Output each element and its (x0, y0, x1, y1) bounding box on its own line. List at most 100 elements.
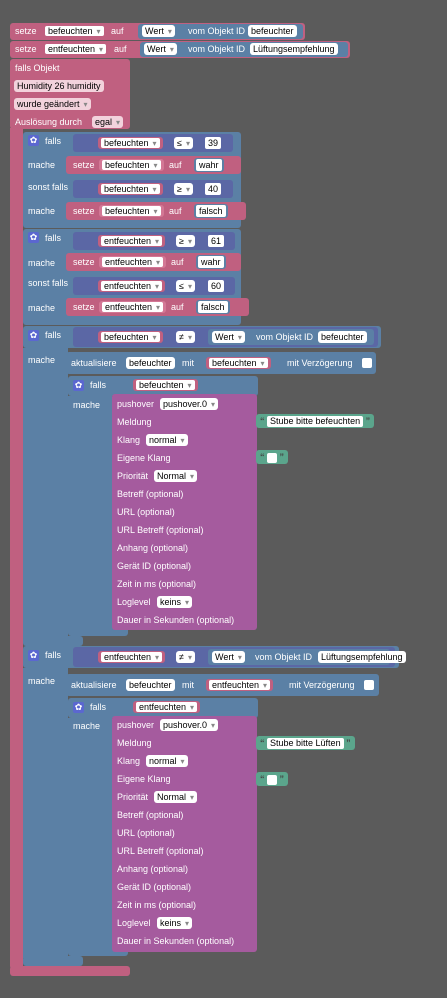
get-object-block[interactable]: Wert vom Objekt ID befeuchter (138, 24, 303, 39)
inner-if-block[interactable]: ✿ falls befeuchten (68, 376, 258, 396)
pushover-block[interactable]: pushover pushover.0 Meldung Klang normal… (112, 394, 257, 630)
number-block[interactable]: 60 (206, 279, 227, 293)
update-target[interactable]: befeuchter (126, 679, 175, 691)
object-id-field[interactable]: Lüftungsempfehlung (318, 651, 406, 663)
compare-block[interactable]: entfeuchten ≤ 60 (73, 277, 235, 295)
boolean-block[interactable]: wahr (196, 255, 226, 269)
get-object-block[interactable]: Wert vom Objekt ID Lüftungsempfehlung (208, 649, 406, 665)
message-text-block[interactable]: “ Stube bitte befeuchten ” (256, 414, 375, 428)
url-label: URL (optional) (117, 828, 175, 838)
gear-icon[interactable]: ✿ (28, 330, 39, 341)
field-dropdown[interactable]: Wert (142, 25, 175, 37)
pushover-instance-dropdown[interactable]: pushover.0 (160, 398, 219, 410)
set-state-block-entfeuchten[interactable]: setze entfeuchten auf Wert vom Objekt ID… (10, 41, 350, 58)
mache-label: mache (28, 258, 56, 268)
loglevel-dropdown[interactable]: keins (157, 917, 193, 929)
variable-entfeuchten[interactable]: entfeuchten (206, 679, 274, 691)
eigene-klang-label: Eigene Klang (117, 774, 171, 784)
set-variable-block[interactable]: setze befeuchten auf wahr (66, 156, 241, 174)
auf-label: auf (114, 44, 127, 54)
boolean-block[interactable]: falsch (196, 300, 230, 314)
number-block[interactable]: 39 (203, 136, 224, 150)
variable-entfeuchten[interactable]: entfeuchten (98, 651, 166, 663)
set-state-block-befeuchten[interactable]: setze befeuchten auf Wert vom Objekt ID … (10, 23, 305, 40)
variable-entfeuchten[interactable]: entfeuchten (99, 301, 167, 313)
variable-befeuchten[interactable]: befeuchten (133, 379, 198, 391)
update-target[interactable]: befeuchter (126, 357, 175, 369)
variable-entfeuchten[interactable]: entfeuchten (98, 235, 166, 247)
set-variable-block[interactable]: setze entfeuchten auf wahr (66, 253, 241, 271)
object-id-field[interactable]: Lüftungsempfehlung (250, 43, 338, 55)
trigger-event-dropdown[interactable]: wurde geändert (14, 98, 91, 110)
gear-icon[interactable]: ✿ (73, 702, 84, 713)
variable-entfeuchten[interactable]: entfeuchten (99, 256, 167, 268)
auf-label: auf (171, 257, 184, 267)
variable-befeuchten[interactable]: befeuchten (98, 331, 163, 343)
set-variable-block[interactable]: setze befeuchten auf falsch (66, 202, 246, 220)
object-id-field[interactable]: befeuchter (318, 331, 367, 343)
gear-icon[interactable]: ✿ (28, 232, 39, 243)
set-variable-block[interactable]: setze entfeuchten auf falsch (66, 298, 249, 316)
message-text-block[interactable]: “ Stube bitte Lüften ” (256, 736, 355, 750)
pushover-instance-dropdown[interactable]: pushover.0 (160, 719, 219, 731)
field-dropdown[interactable]: Wert (212, 331, 245, 343)
gear-icon[interactable]: ✿ (28, 135, 39, 146)
operator-dropdown[interactable]: ≤ (174, 137, 193, 149)
variable-befeuchten[interactable]: befeuchten (99, 205, 164, 217)
object-id-field[interactable]: befeuchter (248, 25, 297, 37)
trigger-block-header[interactable]: falls Objekt Humidity 26 humidity wurde … (10, 59, 130, 129)
field-dropdown[interactable]: Wert (212, 651, 245, 663)
get-object-block[interactable]: Wert vom Objekt ID befeuchter (208, 329, 374, 345)
delay-checkbox[interactable] (364, 680, 374, 690)
mache-label: mache (73, 721, 101, 731)
pushover-block[interactable]: pushover pushover.0 Meldung Klang normal… (112, 716, 257, 952)
variable-befeuchten[interactable]: befeuchten (98, 183, 163, 195)
if-block-entfeuchten-changed[interactable]: ✿ falls entfeuchten ≠ Wert vom Objekt ID… (23, 646, 406, 668)
variable-entfeuchten[interactable]: entfeuchten (98, 280, 166, 292)
gear-icon[interactable]: ✿ (28, 650, 39, 661)
compare-block[interactable]: befeuchten ≠ Wert vom Objekt ID befeucht… (73, 327, 378, 347)
sound-text-block[interactable]: “ ” (256, 450, 289, 464)
field-dropdown[interactable]: Wert (144, 43, 177, 55)
variable-befeuchten[interactable]: befeuchten (99, 159, 164, 171)
compare-block[interactable]: entfeuchten ≥ 61 (73, 232, 235, 250)
boolean-block[interactable]: falsch (194, 204, 228, 218)
get-object-block[interactable]: Wert vom Objekt ID Lüftungsempfehlung (140, 42, 348, 57)
empty-text-field[interactable] (267, 774, 278, 785)
operator-dropdown[interactable]: ≠ (176, 651, 195, 663)
variable-befeuchten[interactable]: befeuchten (42, 25, 107, 37)
delay-checkbox[interactable] (362, 358, 372, 368)
number-block[interactable]: 40 (203, 182, 224, 196)
update-block[interactable]: aktualisiere befeuchter mit entfeuchten … (66, 674, 379, 696)
update-block[interactable]: aktualisiere befeuchter mit befeuchten m… (66, 352, 376, 374)
operator-dropdown[interactable]: ≤ (176, 280, 195, 292)
setze-label: setze (15, 44, 37, 54)
operator-dropdown[interactable]: ≥ (174, 183, 193, 195)
variable-entfeuchten[interactable]: entfeuchten (42, 43, 110, 55)
sound-text-block[interactable]: “ ” (256, 772, 289, 786)
compare-block[interactable]: befeuchten ≤ 39 (73, 134, 233, 152)
klang-dropdown[interactable]: normal (146, 755, 188, 767)
setze-label: setze (73, 160, 95, 170)
loglevel-dropdown[interactable]: keins (157, 596, 193, 608)
inner-if-block[interactable]: ✿ falls entfeuchten (68, 698, 258, 718)
loglevel-label: Loglevel (117, 918, 151, 928)
operator-dropdown[interactable]: ≥ (176, 235, 195, 247)
if-block-befeuchten-changed[interactable]: ✿ falls befeuchten ≠ Wert vom Objekt ID … (23, 326, 381, 348)
trigger-object[interactable]: Humidity 26 humidity (14, 80, 104, 92)
operator-dropdown[interactable]: ≠ (176, 331, 195, 343)
gear-icon[interactable]: ✿ (73, 380, 84, 391)
number-block[interactable]: 61 (206, 234, 227, 248)
trigger-by-dropdown[interactable]: egal (92, 116, 124, 128)
prioritaet-dropdown[interactable]: Normal (154, 470, 198, 482)
boolean-block[interactable]: wahr (194, 158, 224, 172)
variable-befeuchten[interactable]: befeuchten (98, 137, 163, 149)
variable-entfeuchten[interactable]: entfeuchten (133, 701, 201, 713)
prioritaet-dropdown[interactable]: Normal (154, 791, 198, 803)
empty-text-field[interactable] (267, 452, 278, 463)
compare-block[interactable]: befeuchten ≥ 40 (73, 180, 233, 198)
compare-block[interactable]: entfeuchten ≠ Wert vom Objekt ID Lüftung… (73, 647, 406, 667)
variable-befeuchten[interactable]: befeuchten (206, 357, 271, 369)
auf-label: auf (169, 206, 182, 216)
klang-dropdown[interactable]: normal (146, 434, 188, 446)
